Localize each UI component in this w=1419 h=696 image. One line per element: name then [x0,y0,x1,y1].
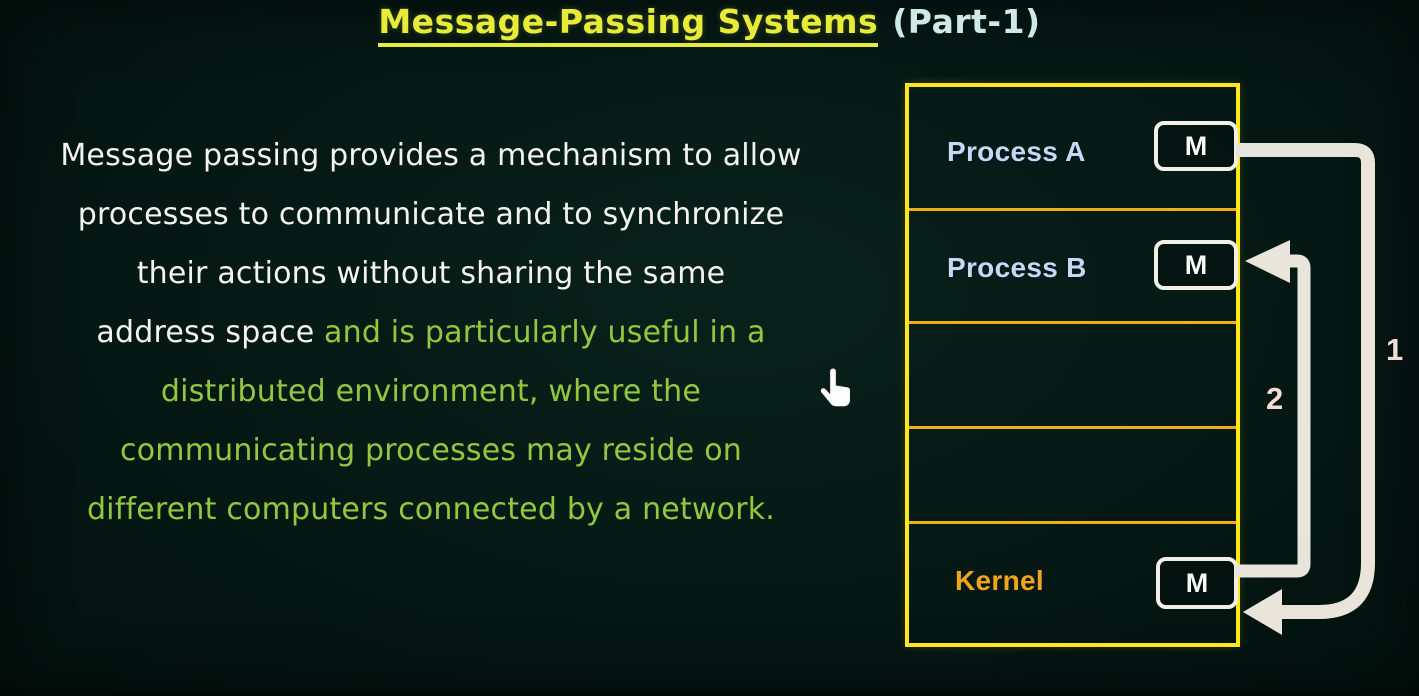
message-m-label: M [1184,130,1208,161]
definition-paragraph: Message passing provides a mechanism to … [22,126,840,539]
paragraph-line: distributed environment, where the [160,374,702,409]
paragraph-line: processes to communicate and to synchron… [77,197,785,232]
arrow-1-number: 1 [1386,332,1404,367]
process-b-label: Process B [947,252,1087,283]
paragraph-line: communicating processes may reside on [120,433,742,468]
message-box-process-b: M [1154,240,1238,290]
paragraph-line: Message passing provides a mechanism to … [60,138,802,173]
message-box-kernel: M [1156,557,1238,609]
arrow-1-process-a-to-kernel [1236,143,1375,635]
process-b-row: Process B M [909,211,1238,324]
message-m-label: M [1185,567,1209,598]
message-passing-diagram: Process A M Process B M Kernel M [905,83,1240,647]
empty-row [909,324,1236,429]
paragraph-line: different computers connected by a netwo… [86,492,776,527]
kernel-label: Kernel [955,565,1044,596]
process-a-row: Process A M [909,87,1238,211]
slide-title: Message-Passing Systems (Part-1) [0,2,1419,47]
process-a-label: Process A [947,136,1086,167]
kernel-row: Kernel M [909,524,1238,640]
empty-row [909,429,1236,524]
slide-title-part: (Part-1) [892,2,1041,41]
paragraph-line: their actions without sharing the same [136,256,726,291]
slide-title-main: Message-Passing Systems [378,2,879,47]
message-box-process-a: M [1154,121,1238,171]
message-m-label: M [1184,249,1208,280]
arrowhead-into-kernel [1243,589,1282,635]
arrowhead-into-process-b [1245,240,1290,283]
arrow-2-number: 2 [1266,381,1284,416]
